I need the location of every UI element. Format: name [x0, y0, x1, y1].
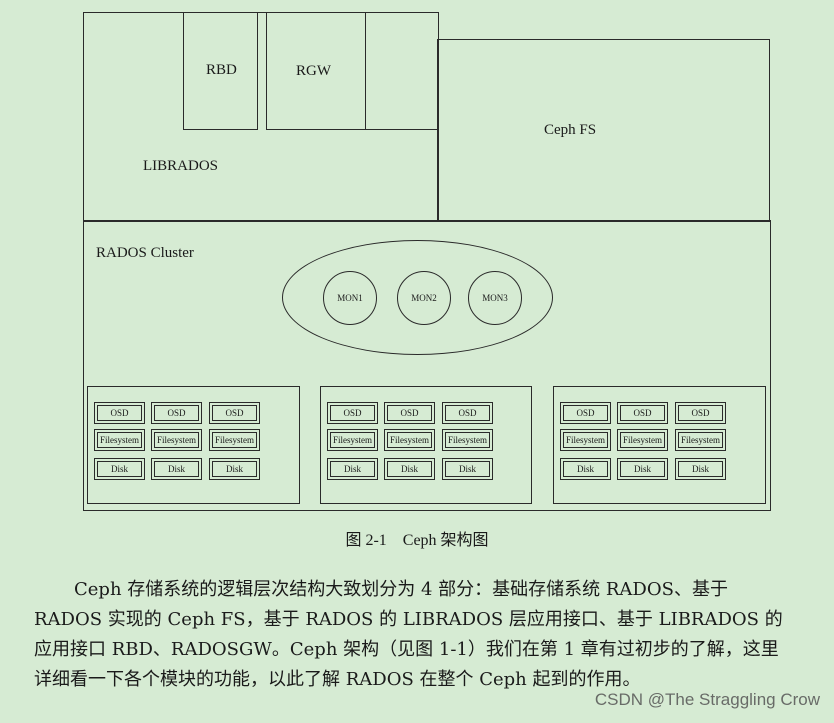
mon2-node: MON2 [397, 271, 451, 325]
disk-cell: Disk [384, 458, 435, 480]
mon-ellipse [282, 240, 553, 355]
mon3-node: MON3 [468, 271, 522, 325]
osd-group-2 [320, 386, 532, 504]
disk-cell: Disk [617, 458, 668, 480]
osd-cell: OSD [442, 402, 493, 424]
cephfs-label: Ceph FS [544, 122, 597, 138]
librados-box [83, 12, 439, 222]
osd-cell: OSD [617, 402, 668, 424]
disk-cell: Disk [675, 458, 726, 480]
osd-cell: OSD [384, 402, 435, 424]
rgw-box [266, 12, 366, 130]
filesystem-cell: Filesystem [327, 429, 378, 451]
osd-cell: OSD [151, 402, 202, 424]
osd-group-3 [553, 386, 766, 504]
disk-cell: Disk [560, 458, 611, 480]
rbd-label: RBD [206, 62, 237, 78]
disk-cell: Disk [209, 458, 260, 480]
filesystem-cell: Filesystem [209, 429, 260, 451]
filesystem-cell: Filesystem [560, 429, 611, 451]
osd-cell: OSD [209, 402, 260, 424]
disk-cell: Disk [442, 458, 493, 480]
librados-divider [366, 129, 438, 130]
osd-cell: OSD [94, 402, 145, 424]
rgw-label: RGW [296, 63, 331, 79]
filesystem-cell: Filesystem [151, 429, 202, 451]
filesystem-cell: Filesystem [617, 429, 668, 451]
filesystem-cell: Filesystem [384, 429, 435, 451]
disk-cell: Disk [94, 458, 145, 480]
paragraph-line-3: 应用接口 RBD、RADOSGW。Ceph 架构（见图 1-1）我们在第 1 章… [34, 639, 779, 660]
paragraph-line-1: Ceph 存储系统的逻辑层次结构大致划分为 4 部分：基础存储系统 RADOS、… [74, 579, 728, 600]
cephfs-box [437, 39, 770, 222]
rados-cluster-box [83, 220, 771, 511]
filesystem-cell: Filesystem [94, 429, 145, 451]
body-paragraph: Ceph 存储系统的逻辑层次结构大致划分为 4 部分：基础存储系统 RADOS、… [34, 575, 824, 695]
figure-caption: 图 2-1 Ceph 架构图 [345, 532, 489, 549]
filesystem-cell: Filesystem [675, 429, 726, 451]
disk-cell: Disk [327, 458, 378, 480]
mon1-node: MON1 [323, 271, 377, 325]
filesystem-cell: Filesystem [442, 429, 493, 451]
paragraph-line-4: 详细看一下各个模块的功能，以此了解 RADOS 在整个 Ceph 起到的作用。 [34, 669, 641, 690]
rados-cluster-label: RADOS Cluster [96, 245, 194, 261]
rbd-box [183, 12, 258, 130]
disk-cell: Disk [151, 458, 202, 480]
csdn-watermark: CSDN @The Straggling Crow [594, 690, 820, 709]
paragraph-line-2: RADOS 实现的 Ceph FS，基于 RADOS 的 LIBRADOS 层应… [34, 609, 783, 630]
osd-cell: OSD [560, 402, 611, 424]
librados-label: LIBRADOS [143, 158, 219, 174]
osd-cell: OSD [327, 402, 378, 424]
osd-cell: OSD [675, 402, 726, 424]
osd-group-1 [87, 386, 300, 504]
